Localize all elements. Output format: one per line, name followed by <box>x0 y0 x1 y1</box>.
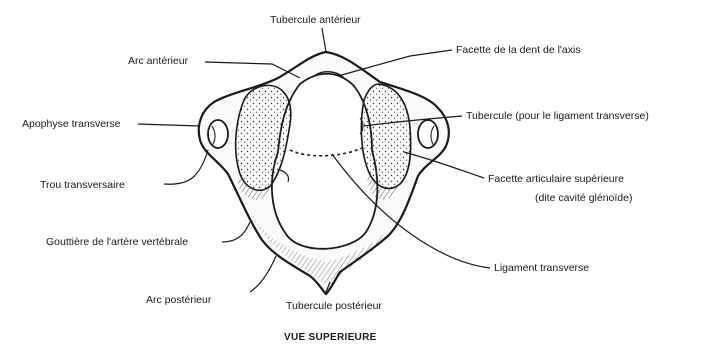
label-arc-anterieur: Arc antérieur <box>128 55 188 67</box>
label-gouttiere: Gouttière de l'artère vertébrale <box>46 236 188 248</box>
right-transverse-foramen <box>418 120 438 148</box>
label-tubercule-posterieur: Tubercule postérieur <box>286 300 382 312</box>
label-arc-posterieur: Arc postérieur <box>146 294 211 306</box>
label-cavite-glenoide: (dite cavité glénoïde) <box>535 192 632 204</box>
label-apophyse-transverse: Apophyse transverse <box>22 118 121 130</box>
label-facette-dent-axis: Facette de la dent de l'axis <box>456 44 581 56</box>
label-tubercule-ligament: Tubercule (pour le ligament transverse) <box>466 110 649 122</box>
label-tubercule-anterieur: Tubercule antérieur <box>270 14 361 26</box>
left-transverse-foramen <box>208 120 228 148</box>
label-ligament-transverse: Ligament transverse <box>494 262 589 274</box>
label-trou-transversaire: Trou transversaire <box>40 179 125 191</box>
label-facette-articulaire: Facette articulaire supérieure <box>488 173 624 185</box>
figure-caption: VUE SUPERIEURE <box>284 332 377 343</box>
